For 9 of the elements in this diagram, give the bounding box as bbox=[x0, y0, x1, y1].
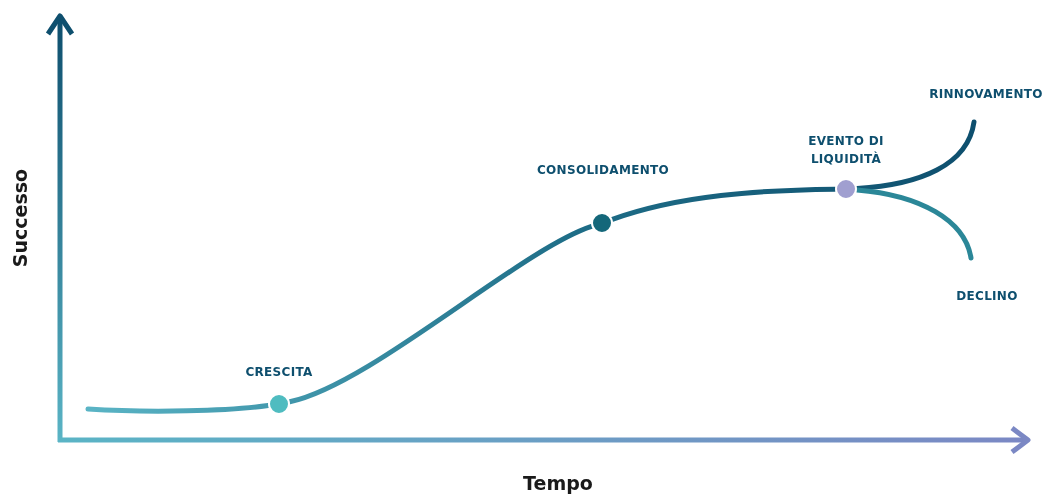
stage-label: EVENTO DI LIQUIDITÀ bbox=[807, 133, 885, 168]
outcome-label: RINNOVAMENTO bbox=[928, 86, 1044, 103]
outcome-label: DECLINO bbox=[955, 288, 1019, 305]
axis-title: Tempo bbox=[523, 472, 593, 494]
stage-label: CRESCITA bbox=[244, 364, 314, 381]
stage-label: CONSOLIDAMENTO bbox=[536, 162, 670, 179]
axis-title: Successo bbox=[9, 168, 31, 268]
growth-curve bbox=[287, 223, 595, 405]
stage-marker bbox=[591, 212, 613, 234]
